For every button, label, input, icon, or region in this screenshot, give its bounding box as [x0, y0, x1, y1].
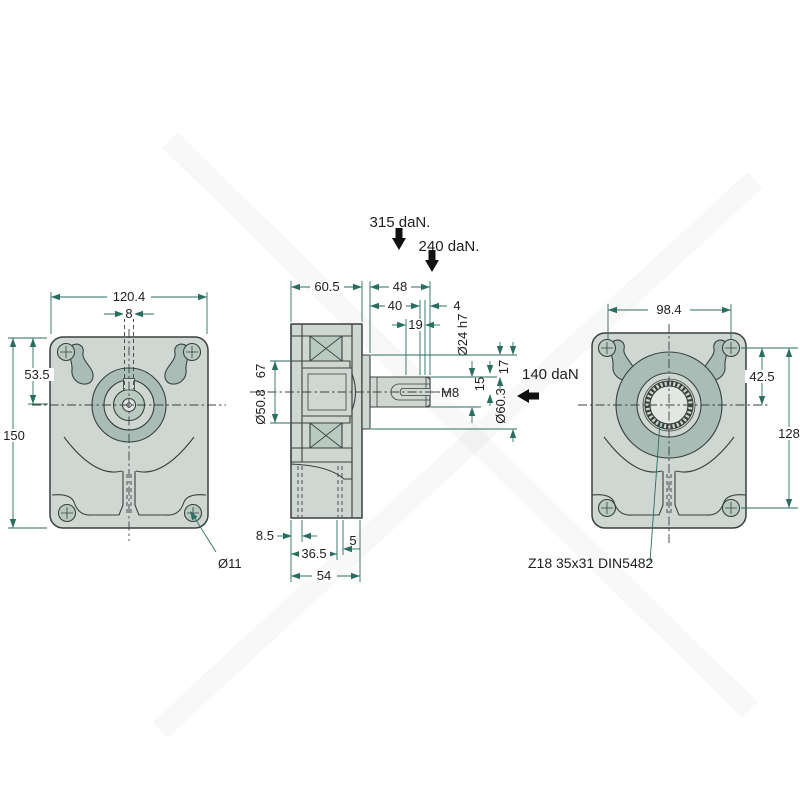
dim-bore-dia: Ø50.8: [253, 389, 268, 424]
rear-hole-bl: [597, 498, 617, 518]
force-label-140: 140 daN: [522, 366, 579, 383]
front-hole-tl: [56, 342, 76, 362]
force-label-240: 240 daN.: [419, 238, 480, 255]
dim-19: 19: [408, 317, 422, 332]
front-view: 120.4 8 150 53.5 Ø11: [1, 289, 242, 571]
dim-rear-height: 128: [778, 426, 800, 441]
dim-4: 4: [453, 298, 460, 313]
force-annotations: 315 daN. 240 daN. 140 daN: [370, 214, 579, 403]
dim-15: 15: [472, 377, 487, 391]
dim-36-5: 36.5: [301, 546, 326, 561]
section-right-dimensions: 15 17 Ø60.3: [371, 342, 517, 442]
section-top-dimensions: 60.5 48 40 4 19 Ø24 h7: [290, 279, 470, 375]
dim-5: 5: [349, 533, 356, 548]
front-hole-tr: [182, 342, 202, 362]
rear-hole-br: [721, 498, 741, 518]
dim-front-hole-dia: Ø11: [218, 556, 242, 571]
dim-40: 40: [388, 298, 402, 313]
dim-pilot-dia: Ø60.3: [493, 388, 508, 423]
dim-8-5: 8.5: [256, 528, 274, 543]
section-foot: [290, 461, 353, 480]
rear-hole-tl: [597, 338, 617, 358]
dim-54: 54: [317, 568, 331, 583]
dim-rear-offset: 42.5: [749, 369, 774, 384]
rear-hole-tr: [721, 338, 741, 358]
section-view: M8 60.5 48 40: [250, 279, 517, 583]
rear-view: 98.4 42.5 128 Z18 35x31 DIN5482: [528, 302, 800, 571]
force-arrow-315-icon: [392, 228, 406, 250]
dim-body-length: 60.5: [314, 279, 339, 294]
dim-front-width: 120.4: [113, 289, 146, 304]
front-hole-bl: [57, 503, 77, 523]
label-spline-spec: Z18 35x31 DIN5482: [528, 555, 654, 571]
watermark: [152, 132, 763, 739]
dim-front-offset: 53.5: [24, 367, 49, 382]
dim-bore-depth: 67: [253, 364, 268, 378]
rear-dimensions: 98.4 42.5 128 Z18 35x31 DIN5482: [528, 302, 800, 571]
dim-shaft-dia: Ø24 h7: [455, 314, 470, 357]
bearing-bottom: [309, 422, 343, 449]
dim-shaft-length: 48: [393, 279, 407, 294]
front-dimensions: 120.4 8 150 53.5 Ø11: [1, 289, 242, 571]
force-label-315: 315 daN.: [370, 214, 431, 231]
dim-17: 17: [496, 360, 511, 374]
dim-front-keyway: 8: [125, 306, 132, 321]
section-bottom-dimensions: 8.5 36.5 5 54: [256, 520, 361, 583]
bearing-top: [309, 335, 343, 362]
label-shaft-thread: M8: [441, 385, 459, 400]
dim-rear-width: 98.4: [656, 302, 681, 317]
dim-front-height: 150: [3, 428, 25, 443]
section-left-dimensions: Ø50.8 67: [253, 360, 291, 425]
